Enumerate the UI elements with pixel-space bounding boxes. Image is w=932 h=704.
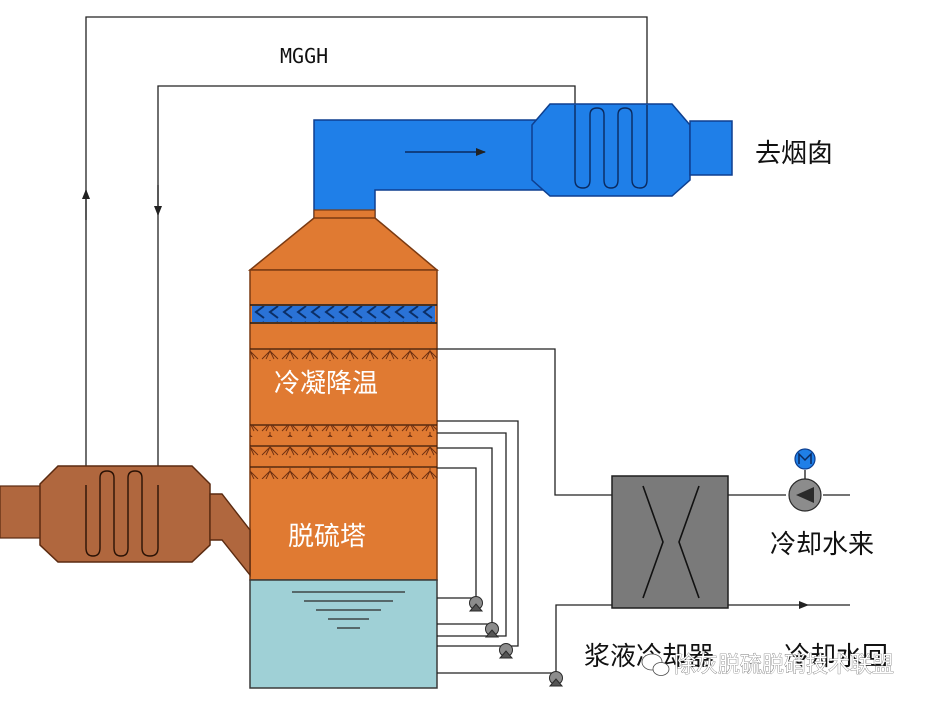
mggh-reheater-exchanger bbox=[531, 103, 733, 197]
spray-layers bbox=[250, 348, 437, 479]
pump-icon bbox=[484, 622, 500, 638]
slurry-cooler bbox=[611, 475, 729, 609]
cooling-water-lines bbox=[728, 494, 850, 609]
pump-direction-icon bbox=[796, 487, 814, 503]
mggh-heat-recovery-exchanger bbox=[0, 465, 251, 577]
cooling-water-pump bbox=[788, 448, 822, 512]
liquid-level-marks bbox=[292, 591, 405, 629]
to-chimney-label: 去烟囱 bbox=[755, 139, 833, 169]
cooling-water-return-label: 冷却水回 bbox=[784, 642, 888, 672]
pump-icon bbox=[548, 671, 564, 687]
watermark: 除灰脱硫脱硝技术联盟 bbox=[641, 653, 894, 678]
flue-gas-duct-to-chimney bbox=[313, 119, 546, 219]
mggh-label: MGGH bbox=[280, 44, 328, 68]
cooling-water-in-label: 冷却水来 bbox=[770, 530, 874, 560]
pump-icon bbox=[468, 596, 484, 612]
pump-icon bbox=[498, 643, 514, 659]
mggh-loop-pipes bbox=[82, 16, 648, 485]
demister-layer bbox=[250, 304, 437, 324]
circulation-pumps bbox=[468, 596, 564, 687]
slurry-circulation-pipes bbox=[437, 348, 612, 674]
desulfurization-tower-label: 脱硫塔 bbox=[288, 522, 366, 552]
condensation-zone-label: 冷凝降温 bbox=[274, 369, 378, 399]
wechat-logo-icon bbox=[641, 653, 670, 676]
watermark-text: 除灰脱硫脱硝技术联盟 bbox=[674, 653, 894, 678]
